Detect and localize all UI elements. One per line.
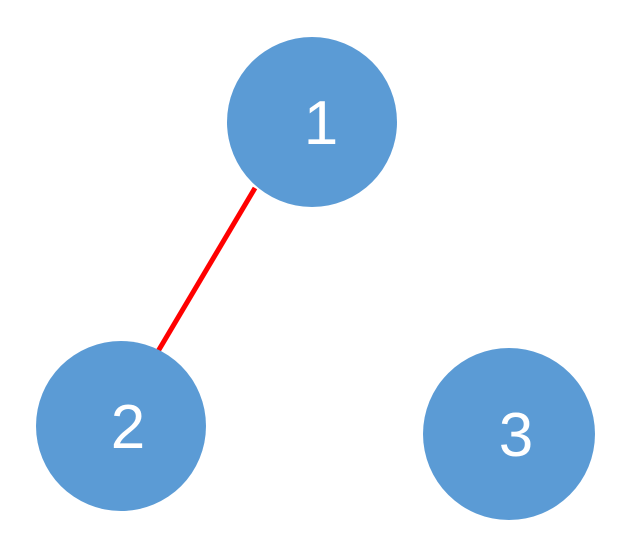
graph-node-1-label: 1 [303,89,339,158]
graph-edge-2-1[interactable] [154,186,258,355]
graph-node-3-label: 3 [498,401,534,470]
graph-node-1[interactable]: 1 [227,37,397,207]
graph-node-2[interactable]: 2 [36,341,206,511]
graph-node-2-label: 2 [110,393,146,462]
graph-node-3[interactable]: 3 [423,348,595,520]
